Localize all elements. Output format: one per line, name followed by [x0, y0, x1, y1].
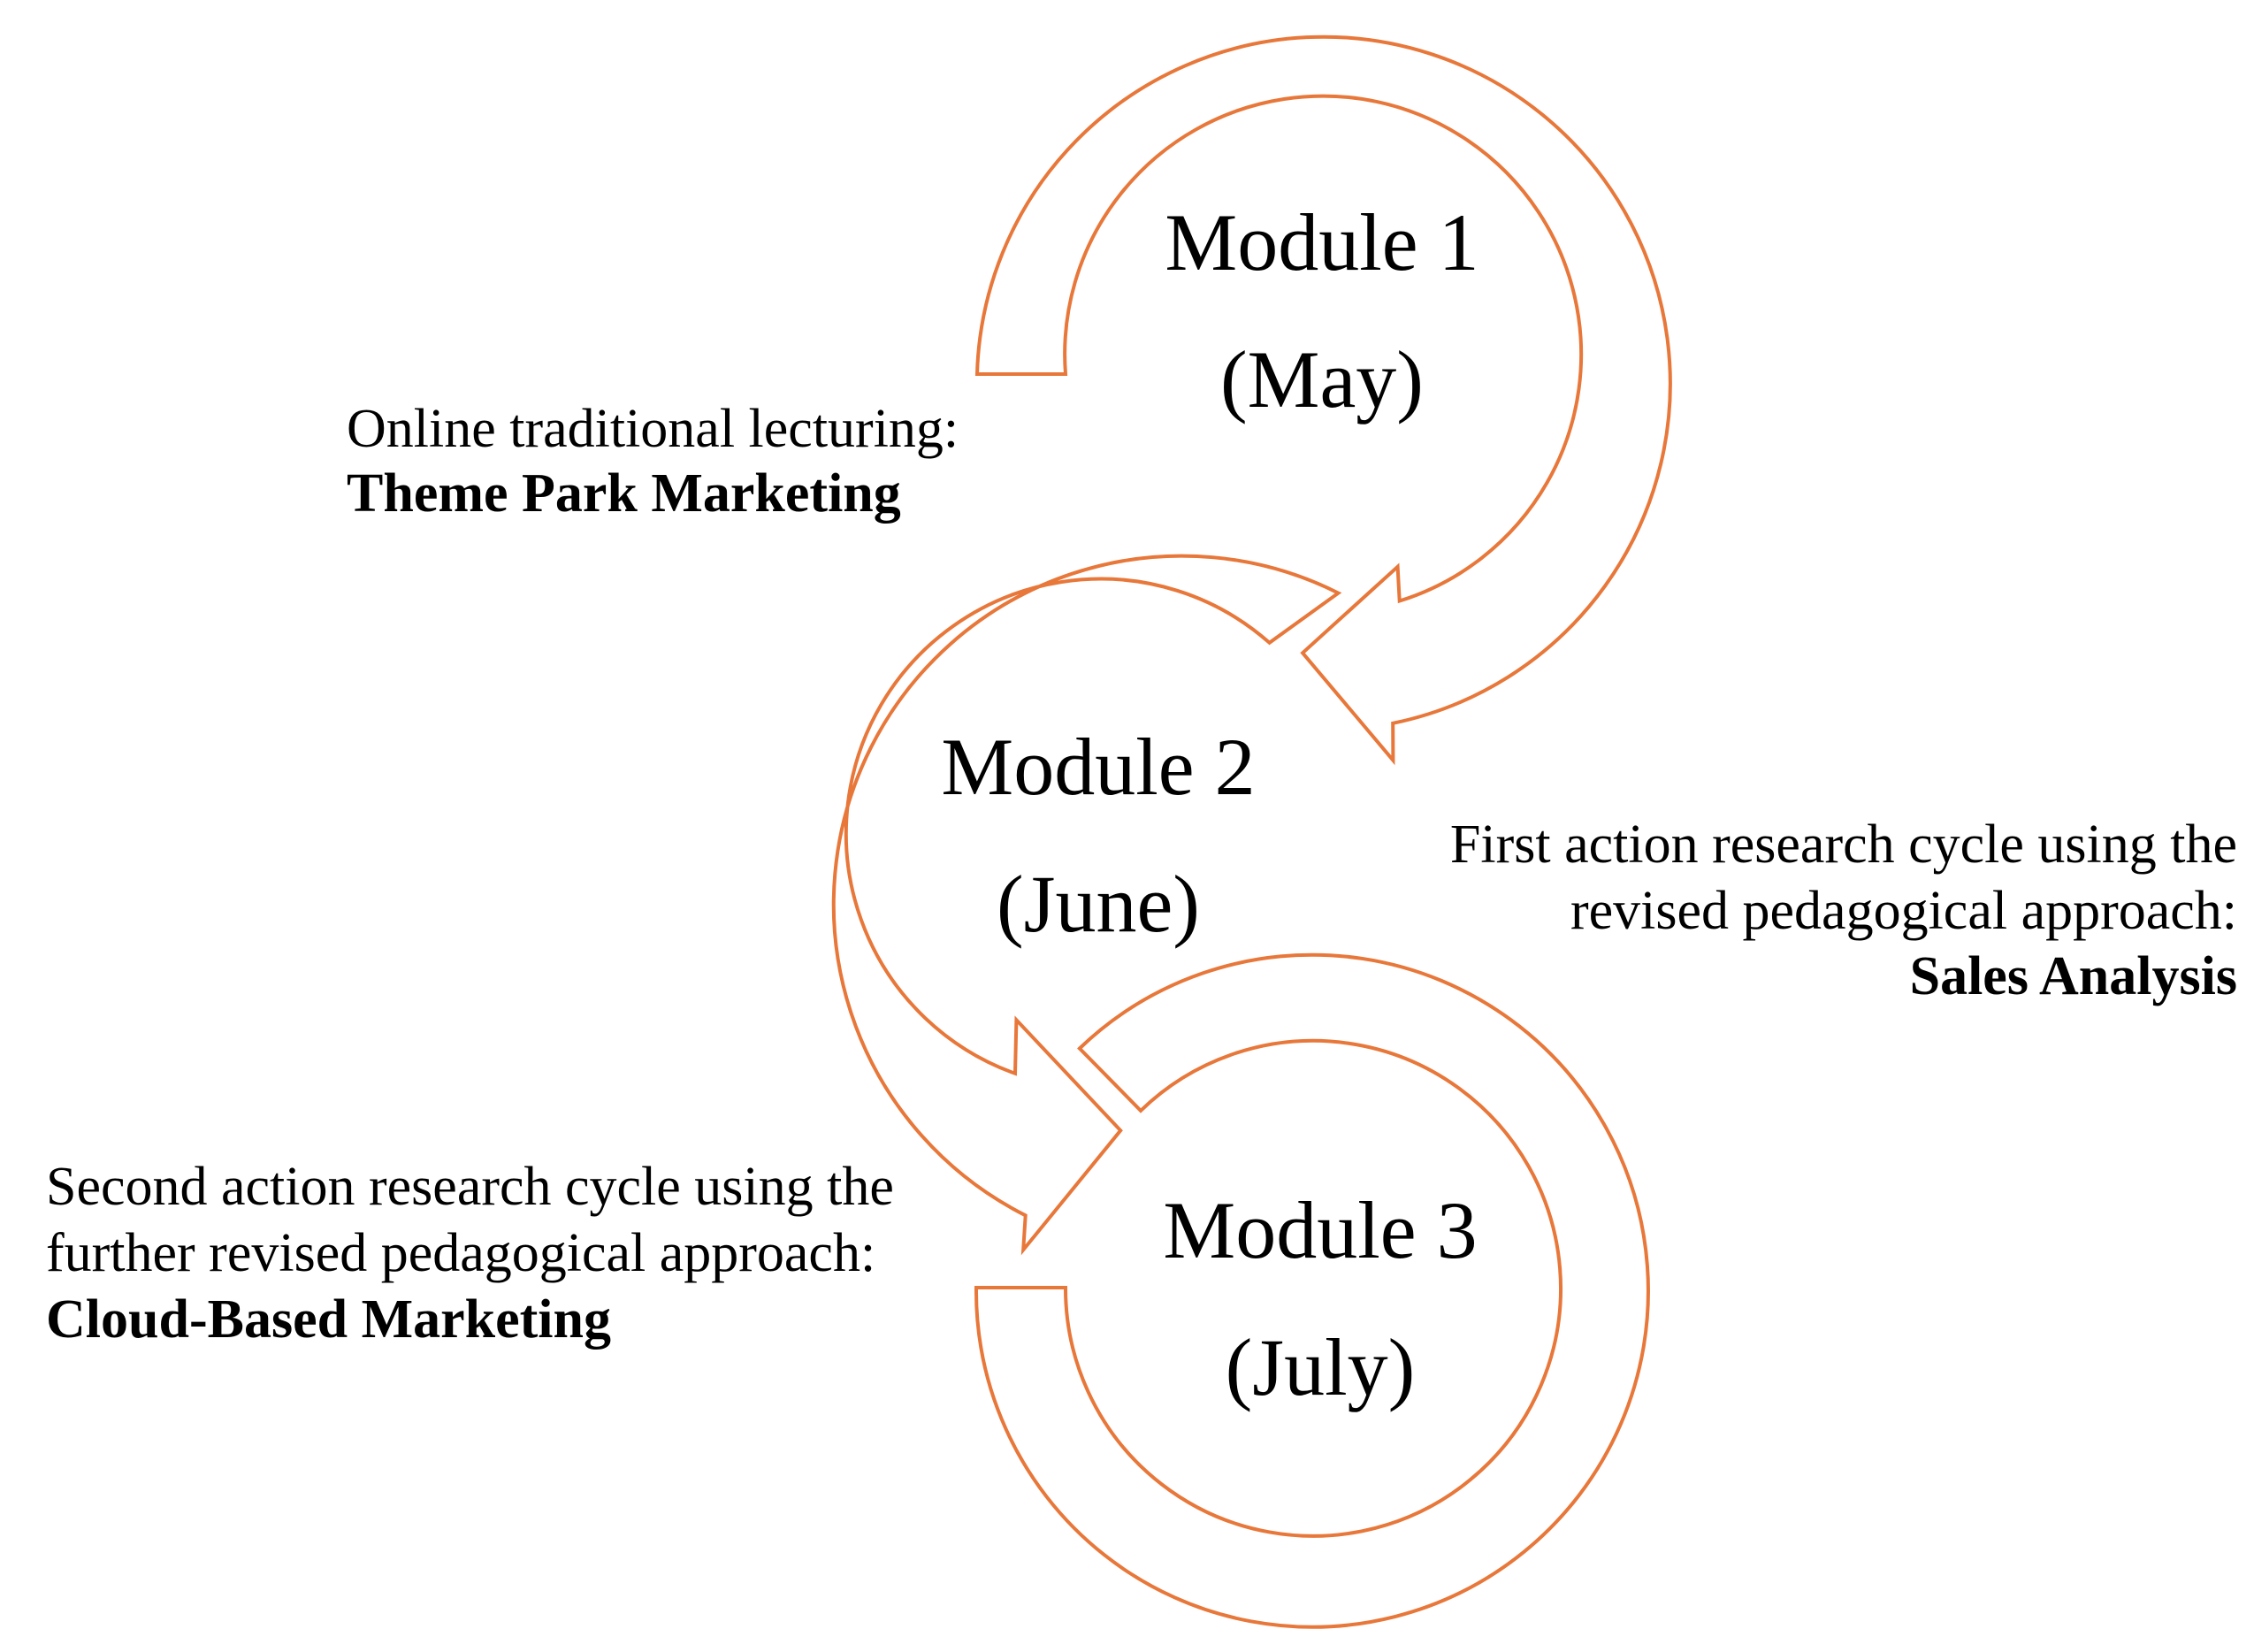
module-3-period: (July)	[1226, 1322, 1416, 1412]
module-1-title: Module 1	[1165, 197, 1478, 287]
module-3-title: Module 3	[1163, 1185, 1477, 1275]
annotation-module-2: First action research cycle using the re…	[1450, 815, 2237, 1006]
module-3-label: Module 3 (July)	[1163, 1185, 1477, 1412]
annotation-module-1: Online traditional lecturing: Theme Park…	[347, 399, 959, 524]
annotation-1-emphasis: Theme Park Marketing	[347, 463, 901, 524]
cycle-arrow-module-3	[974, 952, 1650, 1629]
module-2-title: Module 2	[941, 722, 1255, 812]
module-1-label: Module 1 (May)	[1165, 197, 1478, 424]
annotation-2-line-1: First action research cycle using the	[1450, 815, 2237, 875]
cycle-arrows	[831, 34, 1672, 1629]
annotation-1-line-1: Online traditional lecturing:	[347, 399, 959, 459]
annotation-2-line-2: revised pedagogical approach:	[1570, 881, 2237, 941]
cycle-arrow-module-2	[831, 554, 1342, 1256]
annotation-module-3: Second action research cycle using the f…	[46, 1157, 894, 1350]
module-2-label: Module 2 (June)	[941, 722, 1255, 949]
module-1-period: (May)	[1220, 334, 1424, 424]
cycle-arrow-module-1	[974, 34, 1672, 766]
annotation-3-line-2: further revised pedagogical approach:	[46, 1223, 875, 1283]
annotation-3-emphasis: Cloud-Based Marketing	[46, 1289, 611, 1350]
annotation-2-emphasis: Sales Analysis	[1910, 946, 2237, 1006]
module-2-period: (June)	[997, 859, 1200, 949]
annotation-3-line-1: Second action research cycle using the	[46, 1157, 894, 1217]
